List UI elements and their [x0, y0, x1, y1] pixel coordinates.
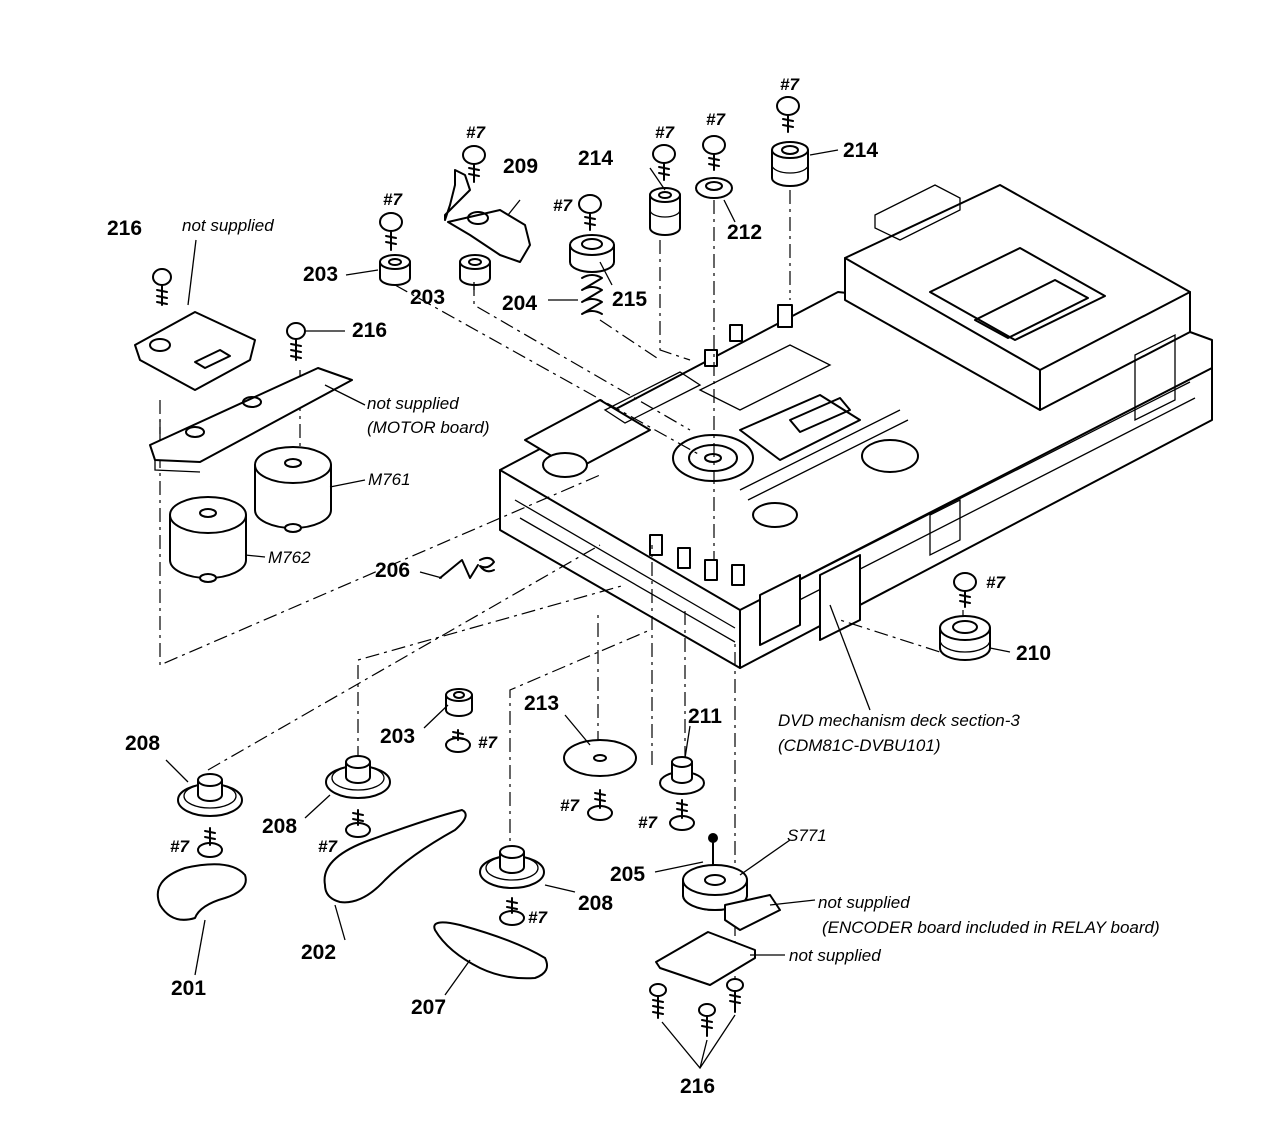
screw-216-bottom-c	[726, 978, 744, 1013]
label-hash7-i: #7	[318, 837, 337, 856]
label-m762: M762	[268, 548, 311, 567]
screw-216-bottom-a	[649, 983, 667, 1019]
label-hash7-c: #7	[553, 196, 572, 215]
part-210	[939, 615, 991, 661]
label-hash7-f: #7	[780, 75, 799, 94]
part-204-spring	[581, 274, 603, 315]
label-216-top: 216	[107, 217, 143, 240]
screw-7-214a	[652, 144, 676, 181]
part-203a	[379, 254, 411, 286]
label-210: 210	[1016, 642, 1052, 665]
label-hash7-e: #7	[706, 110, 725, 129]
label-hash7-a: #7	[383, 190, 402, 209]
assembly-guide-lines	[159, 190, 966, 990]
label-214-a: 214	[578, 147, 614, 170]
label-hash7-l: #7	[638, 813, 657, 832]
label-216-bottom: 216	[680, 1075, 716, 1098]
belt-207	[433, 921, 548, 980]
part-213-disc	[563, 739, 637, 777]
part-208a	[177, 773, 243, 817]
screw-7-215	[578, 194, 602, 231]
screw-205	[708, 833, 718, 866]
label-s771: S771	[787, 826, 827, 845]
label-209: 209	[503, 155, 539, 178]
screw-7-214b	[776, 96, 800, 133]
label-208-a: 208	[125, 732, 161, 755]
part-209	[444, 169, 531, 263]
label-hash7-g: #7	[986, 573, 1005, 592]
label-215: 215	[612, 288, 648, 311]
label-203-a: 203	[303, 263, 339, 286]
label-202: 202	[301, 941, 337, 964]
screw-7-208c	[499, 897, 525, 926]
small-parts	[177, 141, 991, 986]
leader-lines	[165, 149, 1011, 1070]
belt-202	[323, 809, 467, 904]
label-208-b: 208	[262, 815, 298, 838]
label-hash7-d: #7	[655, 123, 674, 142]
mechanism-deck	[499, 184, 1213, 669]
label-not-supplied-top: not supplied	[182, 216, 274, 235]
part-208b	[325, 755, 391, 799]
label-hash7-b: #7	[466, 123, 485, 142]
motor-board-assembly	[134, 311, 353, 583]
part-relay-plate	[655, 931, 756, 986]
label-hash7-j: #7	[478, 733, 497, 752]
screw-216-bottom-b	[698, 1003, 716, 1037]
label-216-mid: 216	[352, 319, 388, 342]
belt-201	[156, 863, 247, 921]
label-203-c: 203	[380, 725, 416, 748]
label-212: 212	[727, 221, 763, 244]
label-deck-line2: (CDM81C-DVBU101)	[778, 736, 941, 755]
screw-7-209	[462, 145, 486, 183]
label-201: 201	[171, 977, 207, 1000]
part-203b	[459, 254, 491, 286]
screw-7-208a	[197, 827, 223, 858]
screws	[152, 96, 977, 1037]
label-hash7-h: #7	[170, 837, 189, 856]
label-213: 213	[524, 692, 560, 715]
part-212	[695, 177, 733, 199]
part-211	[659, 756, 705, 795]
screw-7-212	[702, 135, 726, 171]
label-encoder-board: (ENCODER board included in RELAY board)	[822, 918, 1160, 937]
label-204: 204	[502, 292, 538, 315]
label-motor-board: (MOTOR board)	[367, 418, 490, 437]
label-deck-line1: DVD mechanism deck section-3	[778, 711, 1020, 730]
part-215	[569, 234, 615, 273]
screw-216-mid	[286, 322, 306, 361]
label-214-b: 214	[843, 139, 879, 162]
part-214a	[649, 187, 681, 236]
label-207: 207	[411, 996, 447, 1019]
screw-7-211	[669, 799, 695, 831]
part-214b	[771, 141, 809, 187]
part-208c	[479, 845, 545, 889]
label-hash7-m: #7	[528, 908, 547, 927]
label-not-supplied-encoder: not supplied	[818, 893, 910, 912]
part-s771-switch	[682, 864, 781, 931]
label-not-supplied-motor: not supplied	[367, 394, 459, 413]
part-203c	[445, 688, 473, 717]
screw-7-203c	[445, 729, 471, 753]
belts	[156, 809, 548, 980]
screw-7-213	[587, 789, 613, 821]
label-m761: M761	[368, 470, 411, 489]
screw-216-top	[152, 268, 172, 306]
label-206: 206	[375, 559, 411, 582]
screw-7-208b	[345, 809, 371, 838]
label-hash7-k: #7	[560, 796, 579, 815]
label-208-c: 208	[578, 892, 614, 915]
screw-7-210	[953, 572, 977, 608]
label-205: 205	[610, 863, 646, 886]
label-211: 211	[688, 705, 722, 728]
label-203-b: 203	[410, 286, 446, 309]
label-not-supplied-bottom: not supplied	[789, 946, 881, 965]
part-206-spring	[439, 556, 495, 579]
screw-7-203a	[379, 212, 403, 251]
